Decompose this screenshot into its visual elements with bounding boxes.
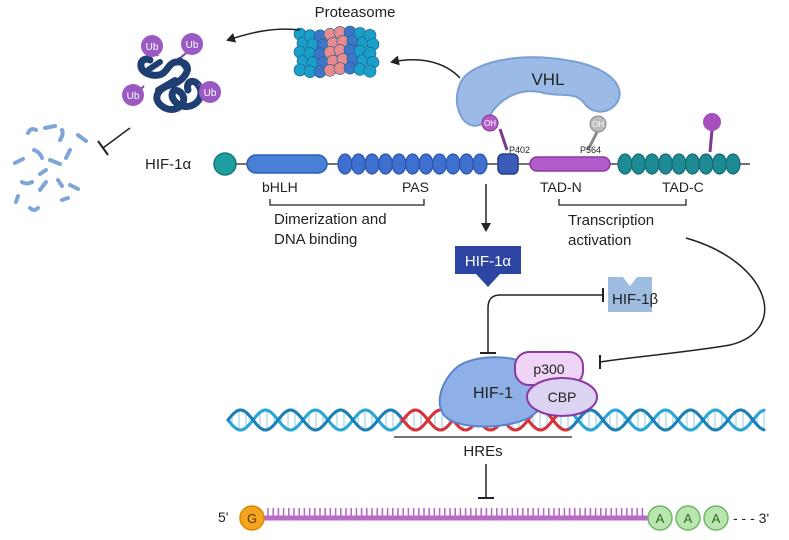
dimerization-bracket	[270, 199, 424, 205]
tad-c-bead	[699, 154, 713, 174]
vhl-protein: VHL	[457, 57, 620, 125]
tad-c-domain	[618, 154, 740, 174]
polya-label: A	[684, 511, 693, 526]
vhl-to-proteasome-arrow	[392, 60, 460, 78]
transcription-bracket	[559, 199, 686, 205]
hres-label: HREs	[463, 443, 502, 460]
p402-bead	[498, 154, 518, 174]
tad-c-label: TAD-C	[662, 179, 704, 195]
tad-c-bead	[672, 154, 686, 174]
ub-label: Ub	[127, 91, 140, 102]
dimerization-label-line1: Dimerization and	[274, 211, 387, 228]
hif1a-protein: HIF-1α	[455, 246, 521, 287]
hif1-complex: HIF-1 p300 CBP	[440, 352, 597, 426]
five-prime-label: 5'	[218, 509, 228, 525]
polya-label: A	[656, 511, 665, 526]
tad-c-bead	[645, 154, 659, 174]
hydroxyl-p402: OH	[482, 115, 507, 150]
hif1b-to-complex-line	[488, 295, 603, 352]
pas-bead	[392, 154, 406, 174]
proteasome: Proteasome	[294, 4, 395, 78]
hif1b-protein: HIF-1β	[608, 277, 659, 312]
transcription-label-line2: activation	[568, 232, 631, 249]
tad-c-bead	[713, 154, 727, 174]
pas-bead	[352, 154, 366, 174]
p564-label: P564	[580, 145, 601, 155]
pas-bead	[419, 154, 433, 174]
hif1b-protein-label: HIF-1β	[612, 291, 659, 308]
ub-tag: Ub	[180, 33, 203, 58]
tad-c-bead	[618, 154, 632, 174]
hif1a-protein-label: HIF-1α	[465, 253, 512, 270]
ub-tag: Ub	[122, 84, 144, 106]
ub-label: Ub	[186, 40, 199, 51]
transcription-label-line1: Transcription	[568, 212, 654, 229]
polya-label: A	[712, 511, 721, 526]
ub-label: Ub	[204, 88, 217, 99]
bhlh-domain	[247, 155, 327, 173]
proteasome-label: Proteasome	[315, 4, 396, 21]
oh-label: OH	[484, 119, 496, 128]
proteasome-icon	[294, 26, 379, 78]
ub-tag: Ub	[141, 35, 163, 57]
tad-c-bead	[726, 154, 740, 174]
three-prime-label: - - - 3'	[733, 510, 769, 526]
proteasome-subunit	[364, 65, 376, 77]
tad-c-bead	[686, 154, 700, 174]
ub-label: Ub	[146, 42, 159, 53]
vhl-shape	[457, 57, 620, 125]
cbp-label: CBP	[548, 389, 577, 405]
tad-n-label: TAD-N	[540, 179, 582, 195]
vhl-label: VHL	[531, 70, 564, 89]
tad-c-bead	[659, 154, 673, 174]
pas-bead	[446, 154, 460, 174]
tad-c-hydroxyl	[703, 113, 721, 152]
pas-bead	[460, 154, 474, 174]
dna-strand	[762, 429, 764, 430]
pas-bead	[406, 154, 420, 174]
dna-strand	[762, 410, 764, 411]
proteasome-to-ub-arrow	[228, 29, 300, 40]
pas-bead	[365, 154, 379, 174]
tad-n-domain	[530, 157, 610, 171]
cap-label: G	[247, 511, 257, 526]
peptide-fragments	[15, 126, 86, 210]
hif1-label: HIF-1	[473, 385, 513, 402]
hif1a-chain-label: HIF-1α	[145, 156, 192, 173]
degradation-inhibition-line	[98, 128, 130, 155]
ubiquitinated-protein: Ub Ub Ub Ub	[122, 33, 221, 109]
tad-c-bead	[632, 154, 646, 174]
pas-bead	[338, 154, 352, 174]
pas-bead	[379, 154, 393, 174]
dimerization-label-line2: DNA binding	[274, 231, 357, 248]
pas-domain	[338, 154, 487, 174]
hif1a-domain-chain: HIF-1α P402 P564 bHLH PAS TAD-N TAD-C	[145, 145, 750, 195]
pas-bead	[473, 154, 487, 174]
mrna-transcript: 5' G A A A - - - 3'	[218, 506, 769, 530]
p300-label: p300	[533, 361, 564, 377]
n-terminal-bead	[214, 153, 236, 175]
pas-label: PAS	[402, 179, 429, 195]
oh-label: OH	[592, 120, 604, 129]
p402-label: P402	[509, 145, 530, 155]
bhlh-label: bHLH	[262, 179, 298, 195]
pas-bead	[433, 154, 447, 174]
